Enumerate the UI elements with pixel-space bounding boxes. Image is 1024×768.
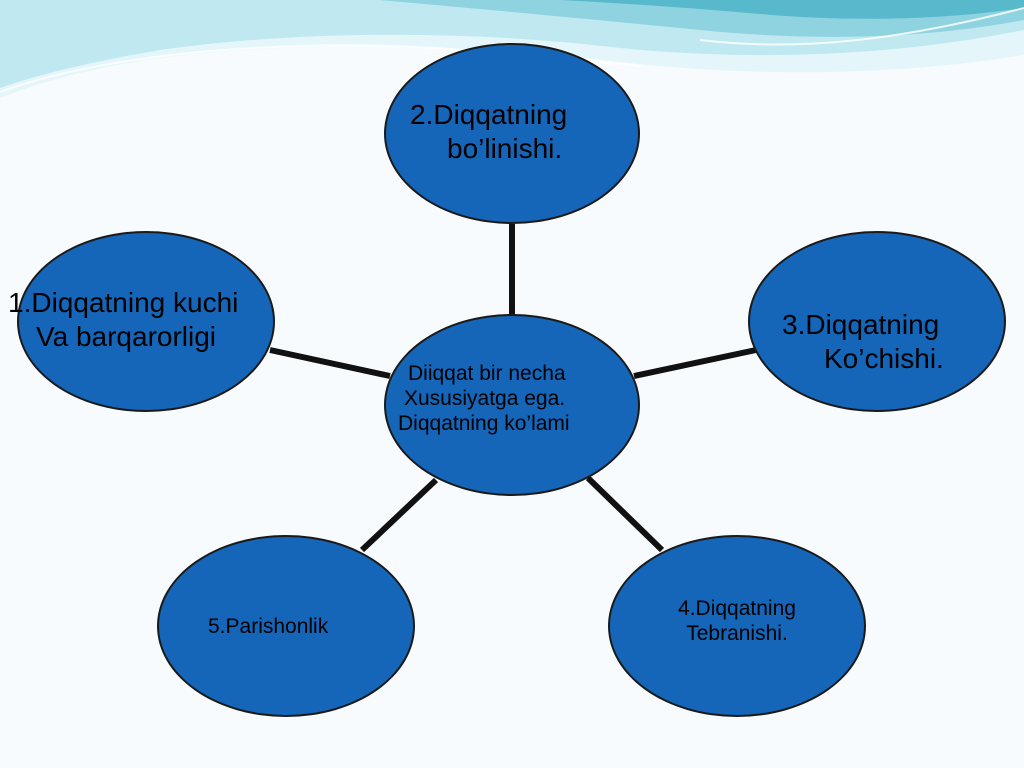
node-3-line-2: Ko’chishi. [824, 342, 944, 374]
node-1-line-2: Va barqarorligi [36, 320, 217, 352]
connector-to-node-3 [633, 347, 757, 379]
center-line-1: Diiqqat bir necha [408, 362, 566, 385]
node-2-ellipse [384, 43, 640, 224]
node-3-ellipse [748, 231, 1006, 412]
node-4-label: 4.Diqqatning Tebranishi. [608, 596, 866, 646]
node-5-line-1: 5.Parishonlik [208, 615, 329, 638]
node-2-line-2: bo’linishi. [447, 132, 563, 164]
node-5-ellipse [157, 535, 415, 717]
connector-to-node-5 [359, 477, 439, 553]
connector-to-node-1 [269, 347, 391, 379]
node-2-label: 2.Diqqatning bo’linishi. [384, 98, 640, 165]
node-4-ellipse [608, 535, 866, 717]
node-4-line-2: Tebranishi. [686, 622, 788, 646]
node-2-line-1: 2.Diqqatning [410, 99, 568, 130]
center-label: Diiqqat bir necha Xususiyatga ega. Diqqa… [384, 361, 640, 437]
connector-to-node-4 [585, 475, 665, 553]
node-1-label: 1.Diqqatning kuchi Va barqarorligi [8, 286, 238, 353]
node-1-ellipse [17, 231, 275, 412]
node-1-line-1: 1.Diqqatning kuchi [8, 287, 239, 318]
center-line-2: Xususiyatga ega. [404, 387, 566, 411]
node-5-label: 5.Parishonlik [208, 614, 328, 639]
node-4-line-1: 4.Diqqatning [678, 597, 796, 620]
node-3-line-1: 3.Diqqatning [782, 309, 940, 340]
center-line-3: Diqqatning ko’lami [398, 412, 570, 436]
center-ellipse [384, 314, 640, 496]
node-3-label: 3.Diqqatning Ko’chishi. [782, 308, 944, 375]
